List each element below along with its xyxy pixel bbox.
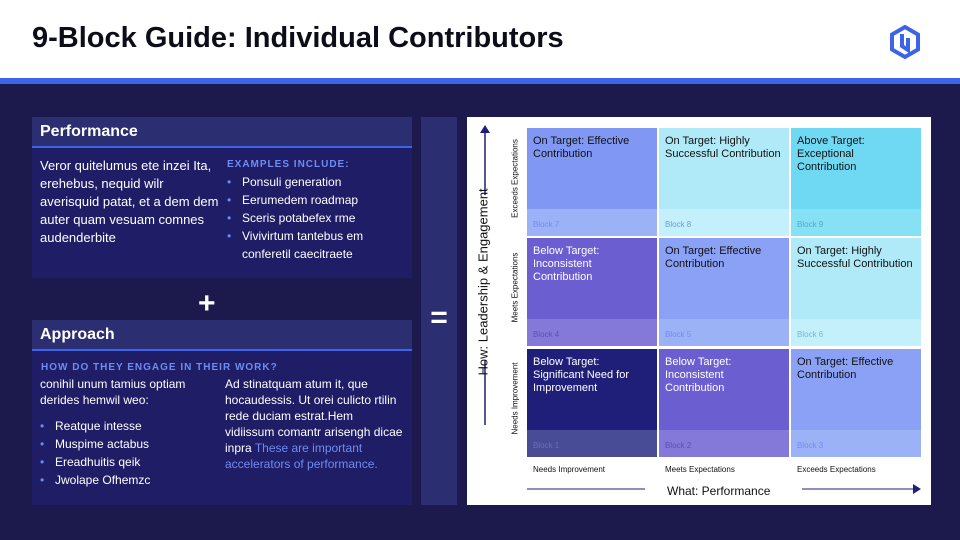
x-axis-arrow-icon: [527, 484, 921, 494]
list-item: Jwolape Ofhemzc: [40, 471, 150, 489]
cell-title: Below Target: Inconsistent Contribution: [665, 356, 732, 394]
equals-icon: =: [430, 301, 448, 334]
list-item: Reatque intesse: [40, 417, 150, 435]
cell-block-label: Block 2: [659, 430, 789, 457]
cell-title: Below Target: Inconsistent Contribution: [533, 245, 600, 283]
col-label: Meets Expectations: [665, 465, 735, 474]
row-label: Meets Expectations: [510, 252, 520, 323]
grid-cell: On Target: Highly Successful Contributio…: [659, 128, 789, 236]
list-item: Ereadhuitis qeik: [40, 453, 150, 471]
cell-title: On Target: Highly Successful Contributio…: [665, 135, 781, 160]
cell-title: On Target: Effective Contribution: [797, 356, 894, 381]
y-axis-label: How: Leadership & Engagement: [475, 188, 491, 376]
approach-heading: Approach: [32, 320, 412, 351]
accent-bar: [0, 78, 960, 84]
cell-block-label: Block 3: [791, 430, 921, 457]
approach-highlight: These are important accelerators of perf…: [225, 441, 378, 471]
col-label: Exceeds Expectations: [797, 465, 876, 474]
y-axis-arrow-icon: [480, 125, 490, 425]
performance-body: Veror quitelumus ete inzei Ita, erehebus…: [40, 158, 219, 245]
cell-block-label: Block 7: [527, 209, 657, 236]
approach-caption: HOW DO THEY ENGAGE IN THEIR WORK?: [41, 362, 278, 373]
page-title: 9-Block Guide: Individual Contributors: [32, 22, 564, 54]
logo-icon: [890, 25, 920, 59]
cell-block-label: Block 6: [791, 319, 921, 346]
grid-cell: Below Target: Significant Need for Impro…: [527, 349, 657, 457]
row-label: Needs Improvement: [510, 362, 520, 435]
approach-intro: conihil unum tamius optiam derides hemwi…: [40, 377, 186, 407]
cell-title: On Target: Effective Contribution: [533, 135, 630, 160]
col-label: Needs Improvement: [533, 465, 606, 474]
performance-panel: Performance Veror quitelumus ete inzei I…: [32, 117, 412, 278]
equals-column: =: [421, 117, 457, 505]
cell-title: On Target: Highly Successful Contributio…: [797, 245, 913, 270]
nine-block-grid: How: Leadership & Engagement Exceeds Exp…: [467, 117, 931, 505]
grid-cell: On Target: Highly Successful Contributio…: [791, 238, 921, 346]
examples-caption: EXAMPLES INCLUDE:: [227, 159, 350, 170]
cell-block-label: Block 4: [527, 319, 657, 346]
approach-body: Ad stinatquam atum it, que hocaudessis. …: [225, 377, 403, 455]
x-axis-label: What: Performance: [667, 484, 771, 498]
header: 9-Block Guide: Individual Contributors: [0, 0, 960, 78]
cell-title: Below Target: Significant Need for Impro…: [533, 356, 629, 394]
cell-block-label: Block 9: [791, 209, 921, 236]
list-item: Muspime actabus: [40, 435, 150, 453]
approach-panel: Approach HOW DO THEY ENGAGE IN THEIR WOR…: [32, 320, 412, 505]
examples-list: Ponsuli generation Eerumedem roadmap Sce…: [227, 173, 407, 263]
row-label: Exceeds Expectations: [510, 139, 520, 218]
cell-block-label: Block 1: [527, 430, 657, 457]
performance-heading: Performance: [32, 117, 412, 148]
cell-title: Above Target: Exceptional Contribution: [797, 135, 865, 173]
cell-block-label: Block 5: [659, 319, 789, 346]
list-item: Vivivirtum tantebus em conferetil caecit…: [227, 227, 407, 263]
approach-right-text: Ad stinatquam atum it, que hocaudessis. …: [225, 376, 405, 472]
list-item: Eerumedem roadmap: [227, 191, 407, 209]
list-item: Sceris potabefex rme: [227, 209, 407, 227]
cell-block-label: Block 8: [659, 209, 789, 236]
list-item: Ponsuli generation: [227, 173, 407, 191]
cell-title: On Target: Effective Contribution: [665, 245, 762, 270]
plus-icon: +: [198, 287, 216, 320]
approach-list: Reatque intesse Muspime actabus Ereadhui…: [40, 417, 150, 489]
